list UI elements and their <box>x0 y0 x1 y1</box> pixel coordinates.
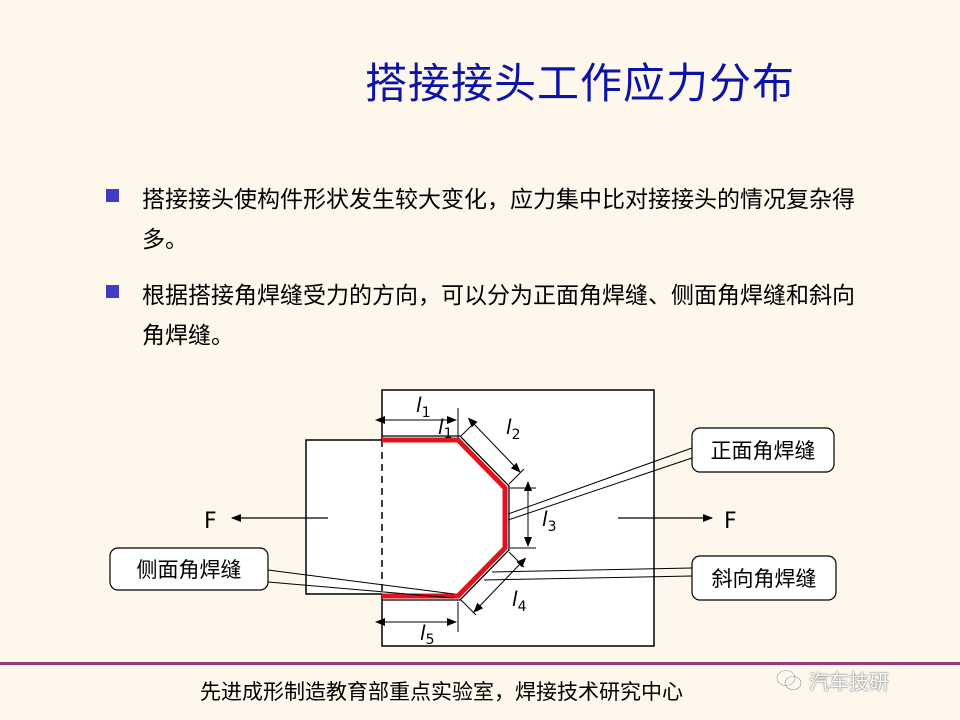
watermark: 汽车技研 <box>775 666 945 694</box>
bullet-square-icon <box>106 285 119 298</box>
bullet-text-2: 根据搭接角焊缝受力的方向，可以分为正面角焊缝、侧面角焊缝和斜向角焊缝。 <box>142 283 855 349</box>
callout-oblique-text: 斜向角焊缝 <box>712 567 817 591</box>
slide-title: 搭接接头工作应力分布 <box>364 59 795 108</box>
dim-l4-label: l4 <box>512 587 527 615</box>
weld-edge <box>382 435 510 601</box>
callout-side-text: 侧面角焊缝 <box>137 558 242 582</box>
leader-oblique-1 <box>491 567 693 573</box>
callout-oblique-box <box>691 555 837 601</box>
dim-l2-ext-2 <box>508 468 525 485</box>
footer-text: 先进成形制造教育部重点实验室，焊接技术研究中心 <box>200 680 683 704</box>
dim-l1-label: l1 <box>416 393 430 421</box>
bullet-square-icon <box>106 189 119 202</box>
callout-front-box <box>691 427 835 473</box>
leader-front-1 <box>507 447 693 515</box>
chat-bubble-icon <box>776 669 802 691</box>
dim-l2-line <box>467 417 521 473</box>
leader-front-2 <box>507 457 693 521</box>
footer-divider <box>0 662 960 665</box>
force-label-left: F <box>204 509 217 534</box>
callout-front-text: 正面角焊缝 <box>711 439 816 463</box>
callout-side-box <box>109 547 269 591</box>
watermark-text: 汽车技研 <box>809 669 889 694</box>
leader-side-2 <box>267 581 455 599</box>
leader-side-1 <box>267 569 455 595</box>
bullet-item-1: 搭接接头使构件形状发生较大变化，应力集中比对接接头的情况复杂得多。 <box>106 180 866 260</box>
dim-l2-label: l2 <box>506 415 520 443</box>
force-label-right: F <box>724 509 737 534</box>
dim-l5-label: l5 <box>420 621 434 648</box>
leader-oblique-2 <box>483 575 693 581</box>
dim-l1-inner-label: l1 <box>438 415 452 442</box>
dim-l3-label: l3 <box>542 507 556 535</box>
bullet-item-2: 根据搭接角焊缝受力的方向，可以分为正面角焊缝、侧面角焊缝和斜向角焊缝。 <box>106 276 866 356</box>
lower-plate-octagon <box>382 440 505 596</box>
weld-bead <box>382 437 508 599</box>
bullet-text-1: 搭接接头使构件形状发生较大变化，应力集中比对接接头的情况复杂得多。 <box>142 187 855 253</box>
